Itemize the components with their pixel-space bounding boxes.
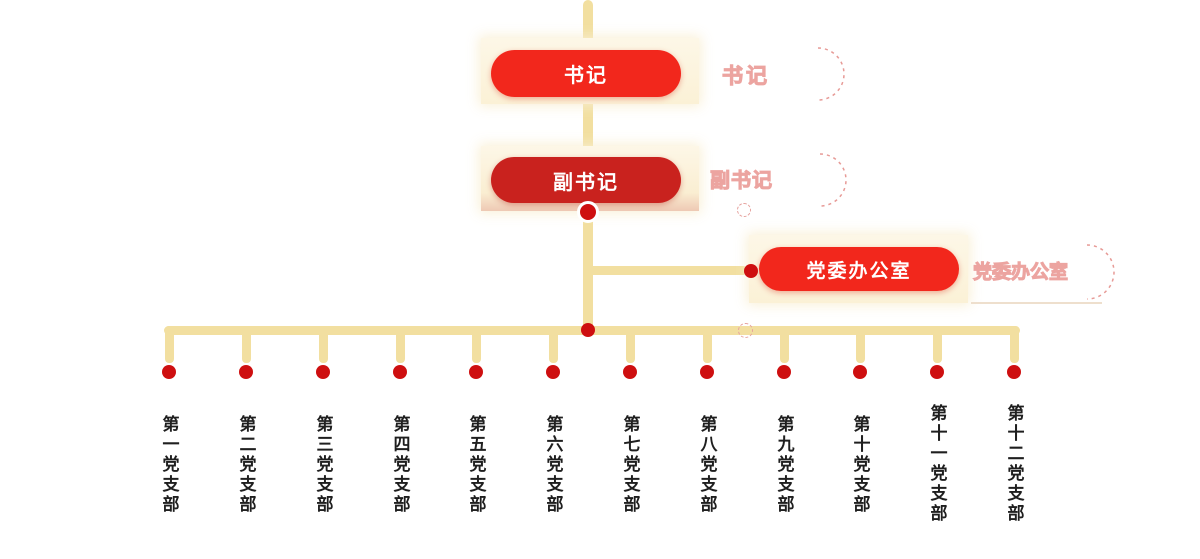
branch-stub bbox=[165, 326, 174, 363]
branch-label: 第一党支部 bbox=[159, 415, 179, 515]
branch-label: 第五党支部 bbox=[466, 415, 486, 515]
branch-node-11: 第十一党支部 bbox=[897, 326, 977, 546]
branch-stub bbox=[780, 326, 789, 363]
branch-label: 第十二党支部 bbox=[1004, 404, 1024, 524]
branch-node-3: 第三党支部 bbox=[283, 326, 363, 546]
ghost-secretary-label: 书记 bbox=[722, 65, 770, 89]
branch-label: 第八党支部 bbox=[697, 415, 717, 515]
connector-office-line bbox=[588, 266, 748, 275]
branch-stub bbox=[703, 326, 712, 363]
branch-label: 第十一党支部 bbox=[927, 404, 947, 524]
branch-label: 第九党支部 bbox=[774, 415, 794, 515]
branch-node-4: 第四党支部 bbox=[360, 326, 440, 546]
branch-dot bbox=[853, 365, 867, 379]
ghost-halo-edge bbox=[971, 302, 1102, 304]
branch-dot bbox=[1007, 365, 1021, 379]
ghost-dashed-dot bbox=[738, 323, 753, 338]
branch-stub bbox=[626, 326, 635, 363]
ghost-dashed-dot bbox=[737, 203, 751, 217]
branch-label: 第七党支部 bbox=[620, 415, 640, 515]
branches-junction-dot bbox=[581, 323, 595, 337]
branch-node-7: 第七党支部 bbox=[590, 326, 670, 546]
office-connector-dot bbox=[744, 264, 758, 278]
branch-stub bbox=[472, 326, 481, 363]
branch-node-10: 第十党支部 bbox=[820, 326, 900, 546]
branch-stub bbox=[549, 326, 558, 363]
branch-stub bbox=[319, 326, 328, 363]
ghost-dashed-arc bbox=[817, 47, 845, 101]
branch-node-12: 第十二党支部 bbox=[974, 326, 1054, 546]
branch-stub bbox=[1010, 326, 1019, 363]
branch-stub bbox=[933, 326, 942, 363]
branch-label: 第三党支部 bbox=[313, 415, 333, 515]
branch-node-9: 第九党支部 bbox=[744, 326, 824, 546]
node-secretary[interactable]: 书记 bbox=[491, 50, 681, 97]
node-party-office[interactable]: 党委办公室 bbox=[759, 247, 959, 291]
branch-dot bbox=[469, 365, 483, 379]
branch-node-8: 第八党支部 bbox=[667, 326, 747, 546]
ghost-office-label: 党委办公室 bbox=[972, 262, 1069, 284]
branch-dot bbox=[700, 365, 714, 379]
node-deputy-secretary[interactable]: 副书记 bbox=[491, 157, 681, 203]
branch-dot bbox=[239, 365, 253, 379]
branch-node-6: 第六党支部 bbox=[513, 326, 593, 546]
branch-label: 第十党支部 bbox=[850, 415, 870, 515]
branch-dot bbox=[777, 365, 791, 379]
branch-node-5: 第五党支部 bbox=[436, 326, 516, 546]
ghost-dashed-arc bbox=[819, 153, 847, 207]
branch-label: 第六党支部 bbox=[543, 415, 563, 515]
branch-stub bbox=[396, 326, 405, 363]
branch-label: 第四党支部 bbox=[390, 415, 410, 515]
branch-dot bbox=[162, 365, 176, 379]
ghost-dashed-arc bbox=[1086, 244, 1115, 300]
branch-dot bbox=[930, 365, 944, 379]
ghost-deputy-label: 副书记 bbox=[710, 170, 773, 193]
branch-dot bbox=[546, 365, 560, 379]
branch-label: 第二党支部 bbox=[236, 415, 256, 515]
deputy-connector-dot bbox=[577, 201, 599, 223]
branch-node-1: 第一党支部 bbox=[129, 326, 209, 546]
branch-dot bbox=[316, 365, 330, 379]
branch-dot bbox=[393, 365, 407, 379]
branch-dot bbox=[623, 365, 637, 379]
branch-stub bbox=[242, 326, 251, 363]
branch-node-2: 第二党支部 bbox=[206, 326, 286, 546]
branch-stub bbox=[856, 326, 865, 363]
